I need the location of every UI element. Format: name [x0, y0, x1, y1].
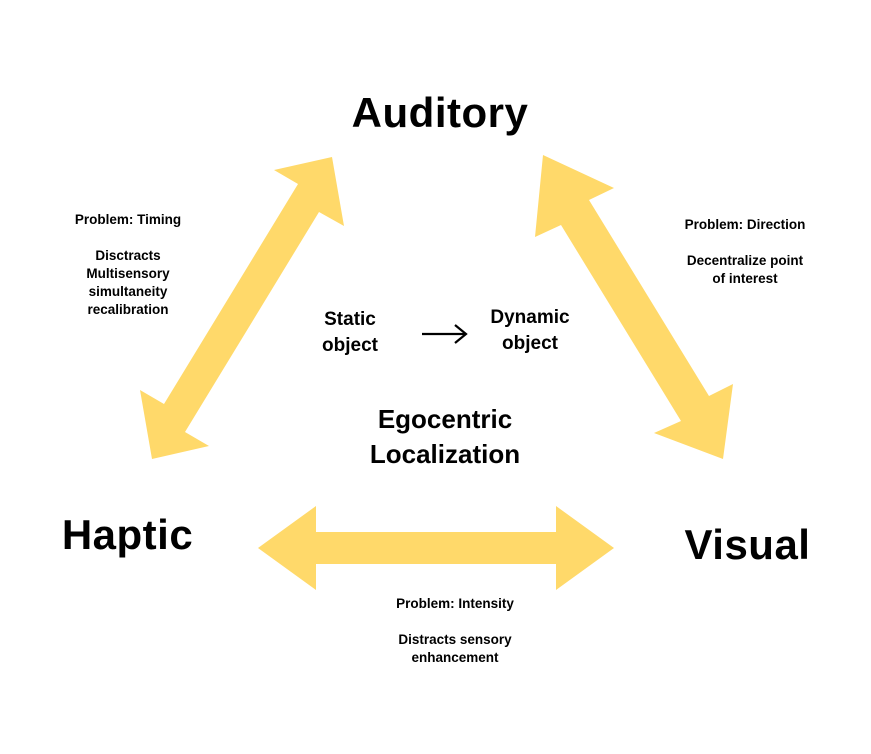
note-problem: Problem: Direction — [684, 217, 806, 232]
double-arrow-auditory-haptic — [140, 157, 344, 459]
note-haptic-visual: Problem: Intensity Distracts sensory enh… — [360, 595, 550, 667]
note-auditory-haptic: Problem: Timing Disctracts Multisensory … — [48, 211, 208, 319]
dynamic-line: Dynamic — [490, 307, 570, 328]
dynamic-line: object — [502, 333, 558, 354]
right-arrow-icon — [422, 324, 468, 344]
dynamic-object-label: Dynamic object — [470, 305, 590, 357]
note-line: Multisensory — [86, 266, 170, 281]
note-auditory-visual: Problem: Direction Decentralize point of… — [660, 216, 830, 288]
node-haptic: Haptic — [61, 511, 194, 558]
note-line: of interest — [712, 271, 778, 286]
note-line: Decentralize point — [686, 253, 804, 268]
title-line: Egocentric — [377, 404, 513, 434]
note-problem: Problem: Timing — [74, 212, 182, 227]
double-arrow-haptic-visual — [258, 506, 614, 590]
note-line: enhancement — [411, 650, 499, 665]
node-auditory: Auditory — [351, 89, 529, 136]
note-line: Distracts sensory — [398, 632, 512, 647]
egocentric-localization-title: Egocentric Localization — [320, 402, 570, 472]
static-line: object — [322, 335, 378, 356]
note-problem: Problem: Intensity — [396, 596, 514, 611]
note-line: recalibration — [87, 302, 169, 317]
note-line: simultaneity — [88, 284, 168, 299]
note-line: Disctracts — [95, 248, 161, 263]
static-object-label: Static object — [300, 307, 400, 359]
static-line: Static — [324, 309, 376, 330]
double-arrow-auditory-visual — [535, 155, 733, 459]
title-line: Localization — [369, 439, 521, 469]
node-visual: Visual — [684, 521, 811, 568]
